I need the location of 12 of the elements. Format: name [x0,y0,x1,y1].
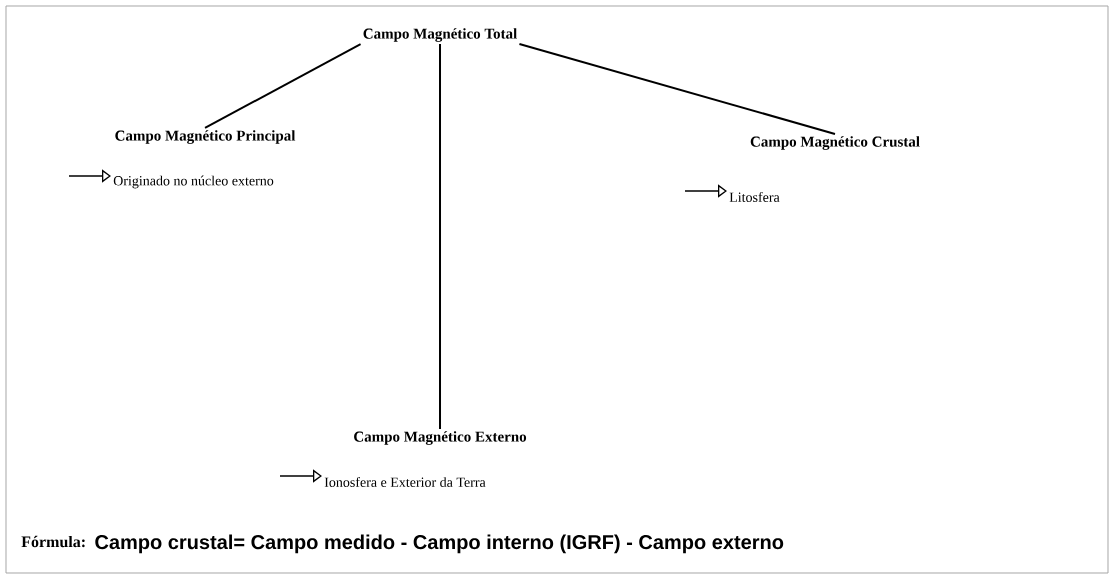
connector-line [518,43,836,135]
formula-text: Campo crustal= Campo medido - Campo interno (IGRF) - Campo externo [95,534,784,554]
description-text: Ionosfera e Exterior da Terra [324,477,486,487]
connector-line [439,43,441,430]
heading-text: Campo Magnético Externo [354,431,527,445]
formula-label: Fórmula: [21,535,85,548]
heading-text: Campo Magnético Crustal [750,136,920,150]
description-text: Litosfera [729,192,780,202]
description-text: Originado no núcleo externo [113,175,274,189]
connector-line [204,43,362,129]
heading-text: Campo Magnético Total [363,28,517,42]
heading-text: Campo Magnético Principal [115,130,296,144]
